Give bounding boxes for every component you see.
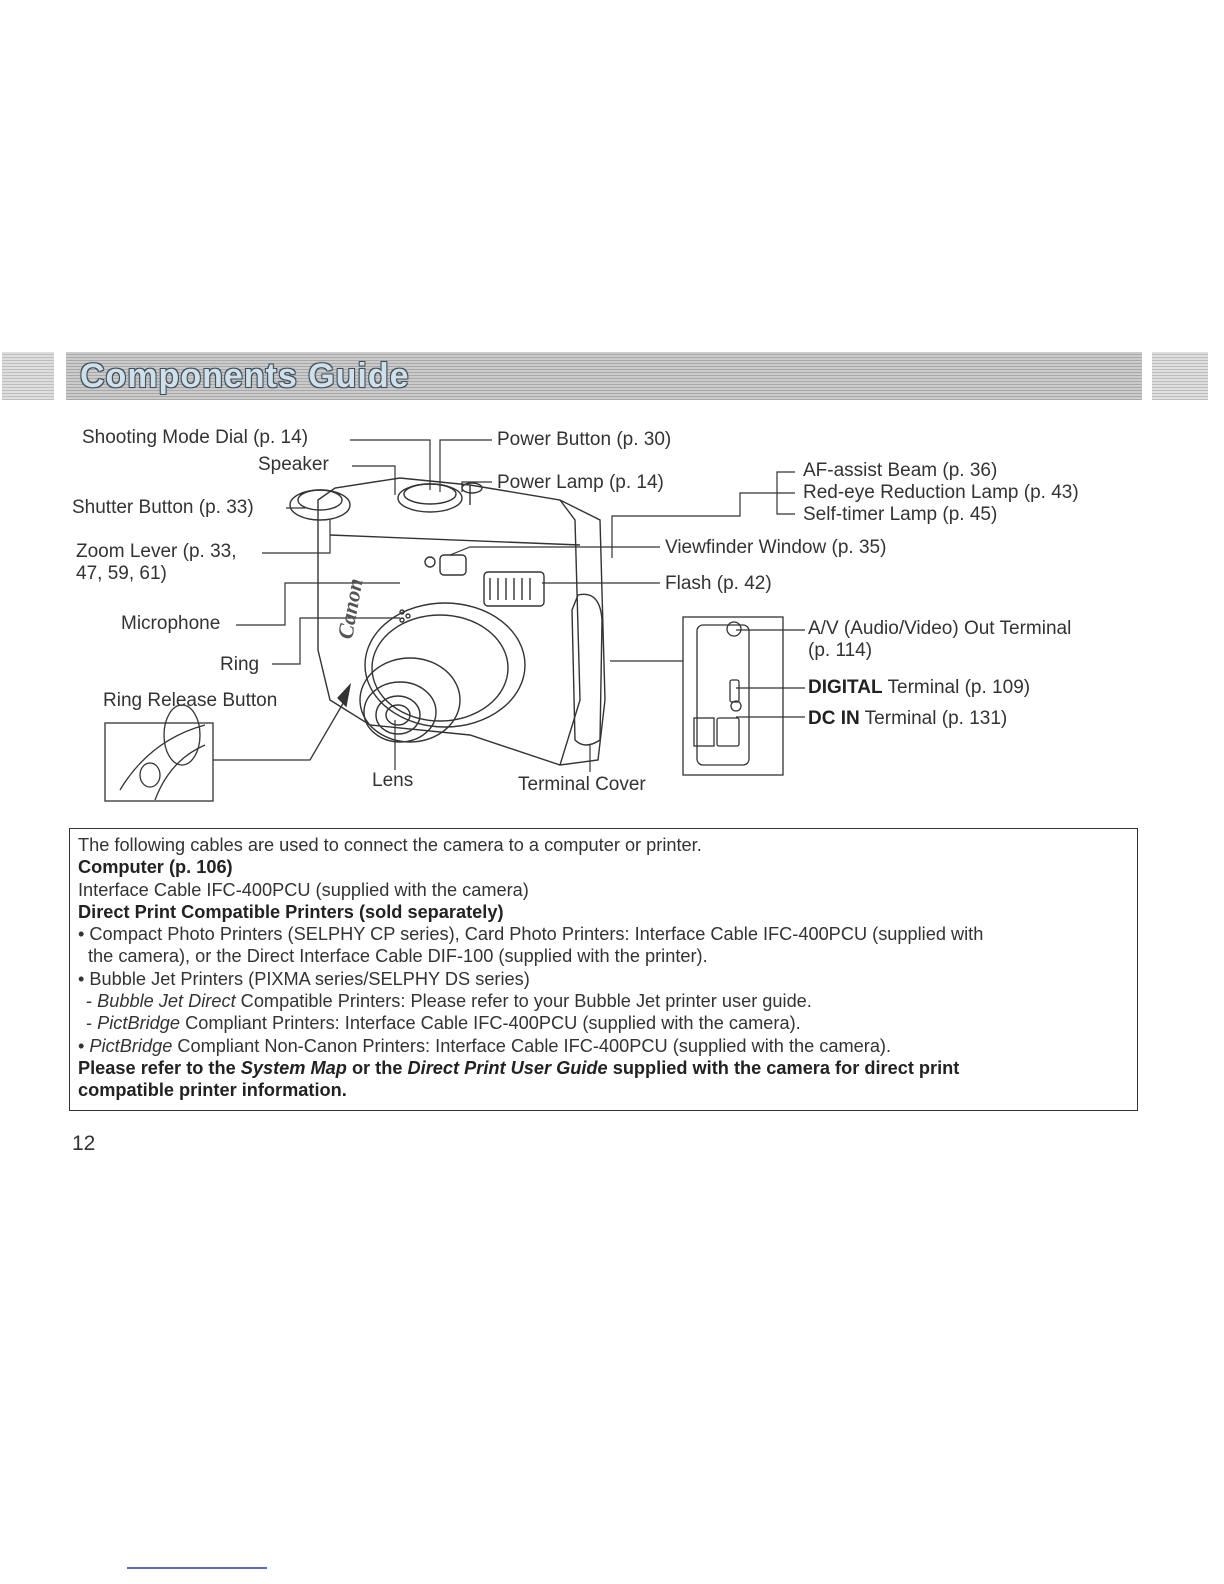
- label-viewfinder-window: Viewfinder Window (p. 35): [665, 537, 886, 559]
- info-intro: The following cables are used to connect…: [78, 834, 1129, 856]
- info-note-line1: Please refer to the System Map or the Di…: [78, 1057, 1129, 1079]
- label-ring-release-button: Ring Release Button: [103, 690, 277, 712]
- info-note-b: System Map: [241, 1058, 347, 1078]
- camera-brand-text: Canon: [332, 576, 367, 641]
- label-digital-terminal: DIGITAL Terminal (p. 109): [808, 677, 1030, 699]
- label-power-button: Power Button (p. 30): [497, 429, 671, 451]
- info-pb-italic: PictBridge: [97, 1013, 180, 1033]
- info-bjd-italic: Bubble Jet Direct: [97, 991, 236, 1011]
- label-dcin-bold: DC IN: [808, 708, 860, 729]
- label-zoom-lever: Zoom Lever (p. 33, 47, 59, 61): [76, 541, 237, 585]
- info-computer-heading: Computer (p. 106): [78, 856, 1129, 878]
- label-red-eye-lamp: Red-eye Reduction Lamp (p. 43): [803, 482, 1079, 504]
- label-self-timer-lamp: Self-timer Lamp (p. 45): [803, 504, 997, 526]
- label-shutter-button: Shutter Button (p. 33): [72, 497, 254, 519]
- info-bjd-rest: Compatible Printers: Please refer to you…: [236, 991, 812, 1011]
- info-computer-cable: Interface Cable IFC-400PCU (supplied wit…: [78, 879, 1129, 901]
- info-pictbridge-non-canon: • PictBridge Compliant Non-Canon Printer…: [78, 1035, 1129, 1057]
- info-pb-prefix: -: [86, 1013, 97, 1033]
- info-pictbridge-compliant: - PictBridge Compliant Printers: Interfa…: [78, 1012, 1129, 1034]
- label-af-assist-beam: AF-assist Beam (p. 36): [803, 460, 997, 482]
- info-direct-heading: Direct Print Compatible Printers (sold s…: [78, 901, 1129, 923]
- info-pbn-italic: PictBridge: [89, 1036, 172, 1056]
- label-lens: Lens: [372, 770, 413, 792]
- info-note-line2: compatible printer information.: [78, 1079, 1129, 1101]
- label-power-lamp: Power Lamp (p. 14): [497, 472, 664, 494]
- terminal-closeup: [683, 617, 783, 775]
- label-av-out-terminal: A/V (Audio/Video) Out Terminal (p. 114): [808, 618, 1071, 662]
- label-flash: Flash (p. 42): [665, 573, 772, 595]
- label-av-out-line1: A/V (Audio/Video) Out Terminal: [808, 618, 1071, 640]
- info-note-d: Direct Print User Guide: [408, 1058, 608, 1078]
- info-bubble-jet-direct: - Bubble Jet Direct Compatible Printers:…: [78, 990, 1129, 1012]
- info-compact-line1: • Compact Photo Printers (SELPHY CP seri…: [78, 923, 1129, 945]
- label-terminal-cover: Terminal Cover: [518, 774, 646, 796]
- label-speaker: Speaker: [258, 454, 329, 476]
- label-zoom-lever-line2: 47, 59, 61): [76, 563, 237, 585]
- label-microphone: Microphone: [121, 613, 220, 635]
- label-ring: Ring: [220, 654, 259, 676]
- label-av-out-line2: (p. 114): [808, 640, 1071, 662]
- info-compact-line2: the camera), or the Direct Interface Cab…: [78, 945, 1129, 967]
- label-digital-bold: DIGITAL: [808, 677, 883, 698]
- label-shooting-mode-dial: Shooting Mode Dial (p. 14): [82, 427, 308, 449]
- info-note-a: Please refer to the: [78, 1058, 241, 1078]
- label-dcin-rest: Terminal (p. 131): [860, 708, 1008, 729]
- info-pbn-prefix: •: [78, 1036, 89, 1056]
- page-number: 12: [72, 1132, 95, 1156]
- label-digital-rest: Terminal (p. 109): [883, 677, 1031, 698]
- info-note-e: supplied with the camera for direct prin…: [608, 1058, 960, 1078]
- cable-info-box: The following cables are used to connect…: [69, 828, 1138, 1111]
- label-zoom-lever-line1: Zoom Lever (p. 33,: [76, 541, 237, 563]
- info-bjd-prefix: -: [86, 991, 97, 1011]
- info-pbn-rest: Compliant Non-Canon Printers: Interface …: [172, 1036, 891, 1056]
- info-note-c: or the: [347, 1058, 408, 1078]
- info-bubble-jet: • Bubble Jet Printers (PIXMA series/SELP…: [78, 968, 1129, 990]
- footer-line: [127, 1567, 267, 1569]
- info-pb-rest: Compliant Printers: Interface Cable IFC-…: [180, 1013, 801, 1033]
- label-dc-in-terminal: DC IN Terminal (p. 131): [808, 708, 1007, 730]
